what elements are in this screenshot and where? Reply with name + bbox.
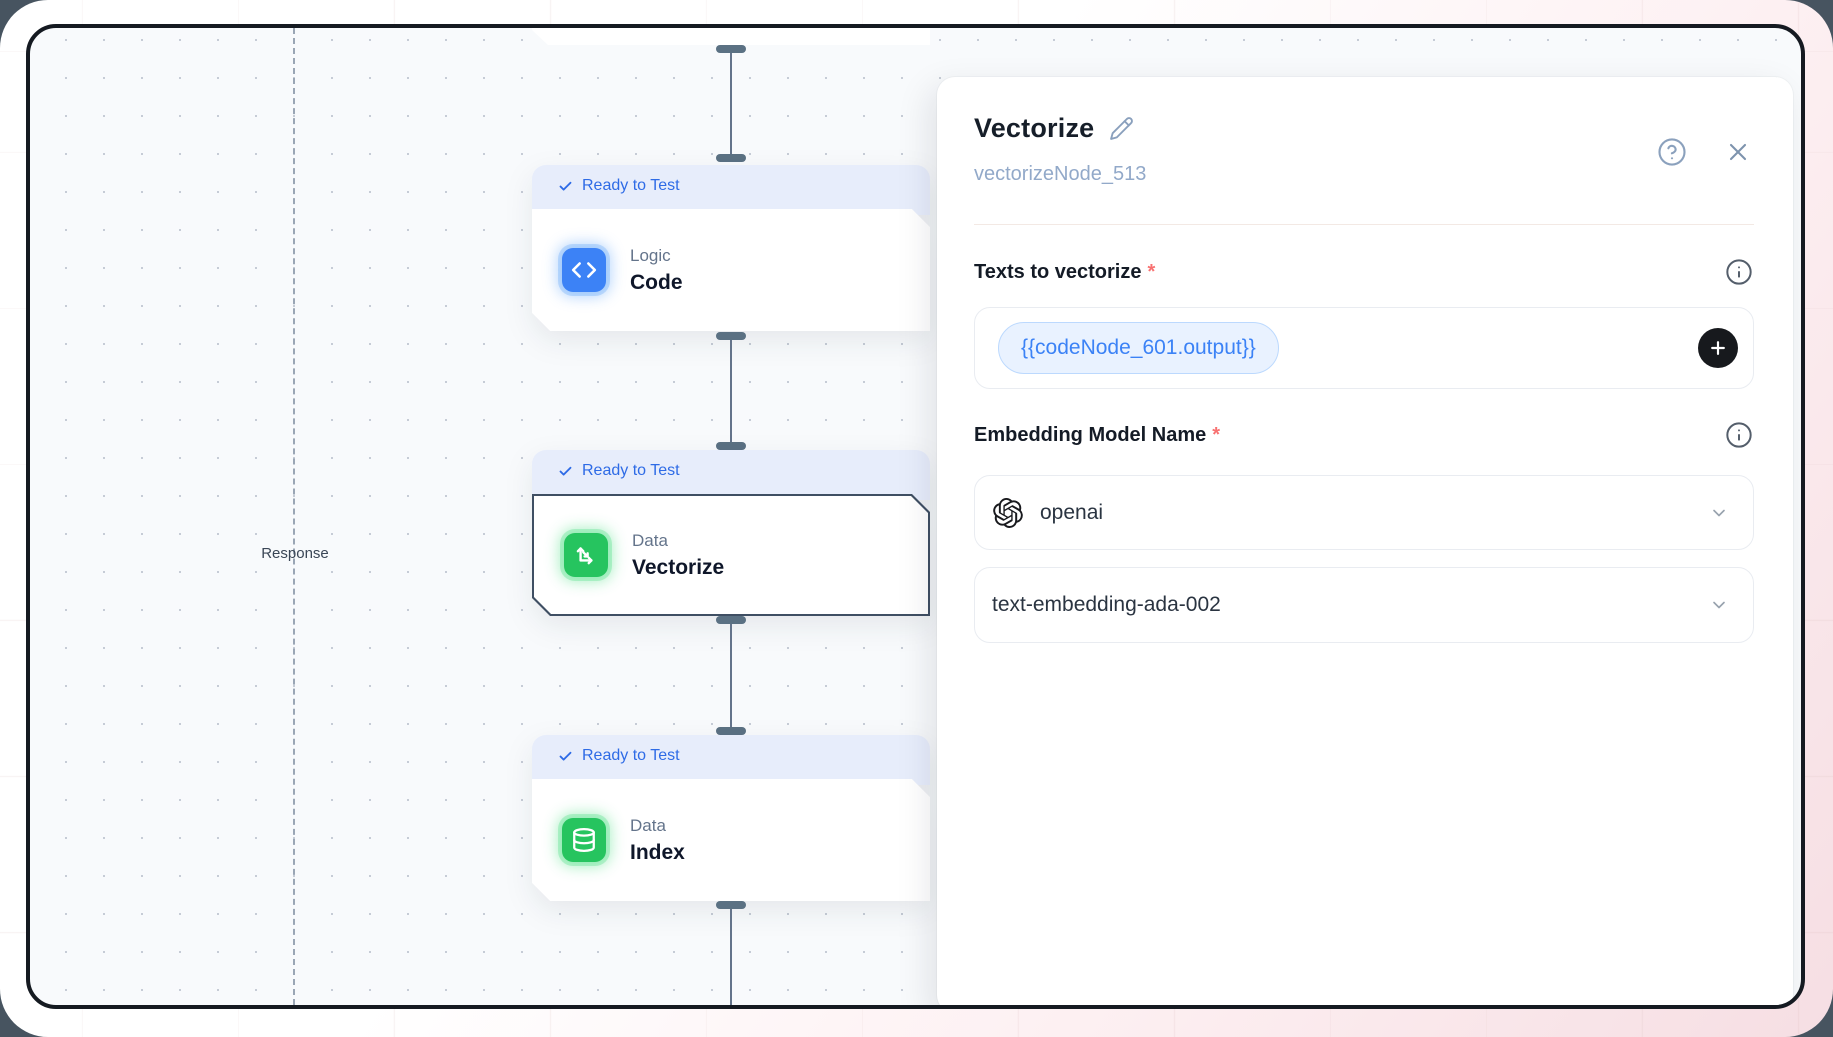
chevron-down-icon [1709, 503, 1729, 523]
response-label: Response [261, 545, 329, 562]
node-category: Logic [630, 245, 671, 265]
variable-chip[interactable]: {{codeNode_601.output}} [998, 322, 1279, 374]
node-vectorize[interactable]: Ready to Test Data Vectorize [532, 450, 930, 616]
provider-value: openai [1040, 500, 1104, 524]
model-dropdown[interactable]: text-embedding-ada-002 [974, 567, 1754, 643]
node-index[interactable]: Ready to Test Data Index [532, 735, 930, 901]
node-category: Data [632, 530, 668, 550]
status-badge: Ready to Test [532, 735, 930, 785]
node-config-panel: Vectorize vectorizeNode_513 Texts to vec… [937, 77, 1793, 1005]
status-badge: Ready to Test [532, 450, 930, 500]
provider-dropdown[interactable]: openai [974, 475, 1754, 550]
required-mark: * [1212, 423, 1221, 446]
check-icon [559, 466, 572, 476]
node-name: Index [630, 840, 685, 864]
code-icon [562, 248, 606, 292]
node-code[interactable]: Ready to Test Logic Code [532, 165, 930, 331]
database-icon [562, 818, 606, 862]
field-label-texts-to-vectorize: Texts to vectorize* [974, 260, 1156, 283]
node-card-index[interactable]: Data Index [532, 779, 930, 901]
status-badge-label: Ready to Test [582, 747, 680, 764]
field-label-embedding-model: Embedding Model Name* [974, 423, 1221, 446]
connector [715, 45, 747, 162]
info-icon[interactable] [1724, 257, 1754, 287]
check-icon [559, 181, 572, 191]
openai-logo [993, 497, 1023, 528]
chevron-down-icon [1709, 595, 1729, 615]
status-badge: Ready to Test [532, 165, 930, 215]
add-value-button[interactable] [1698, 328, 1738, 368]
connector [715, 901, 747, 1005]
node-name: Vectorize [632, 555, 725, 579]
response-boundary-line [293, 28, 295, 1005]
app-window: Response Ready to Test Logic Code [26, 24, 1805, 1009]
flow-canvas[interactable]: Response Ready to Test Logic Code [30, 28, 1801, 1005]
node-category: Data [630, 815, 666, 835]
vectorize-icon [564, 533, 608, 577]
node-card-code[interactable]: Logic Code [532, 209, 930, 331]
panel-title: Vectorize [974, 113, 1095, 143]
node-card-vectorize[interactable]: Data Vectorize [534, 496, 928, 614]
close-icon[interactable] [1723, 137, 1753, 167]
partial-node-above[interactable] [532, 28, 930, 45]
status-badge-label: Ready to Test [582, 177, 680, 194]
connector [715, 616, 747, 735]
plus-icon [1711, 341, 1725, 355]
help-icon[interactable] [1657, 137, 1687, 167]
node-name: Code [630, 270, 683, 294]
connector [715, 332, 747, 450]
status-badge-label: Ready to Test [582, 462, 680, 479]
header-divider [974, 224, 1754, 225]
node-id: vectorizeNode_513 [974, 163, 1147, 185]
info-icon[interactable] [1724, 420, 1754, 450]
model-value: text-embedding-ada-002 [992, 593, 1221, 616]
check-icon [559, 751, 572, 761]
texts-to-vectorize-input[interactable]: {{codeNode_601.output}} [974, 307, 1754, 389]
required-mark: * [1147, 260, 1156, 283]
pencil-icon[interactable] [1109, 116, 1134, 141]
